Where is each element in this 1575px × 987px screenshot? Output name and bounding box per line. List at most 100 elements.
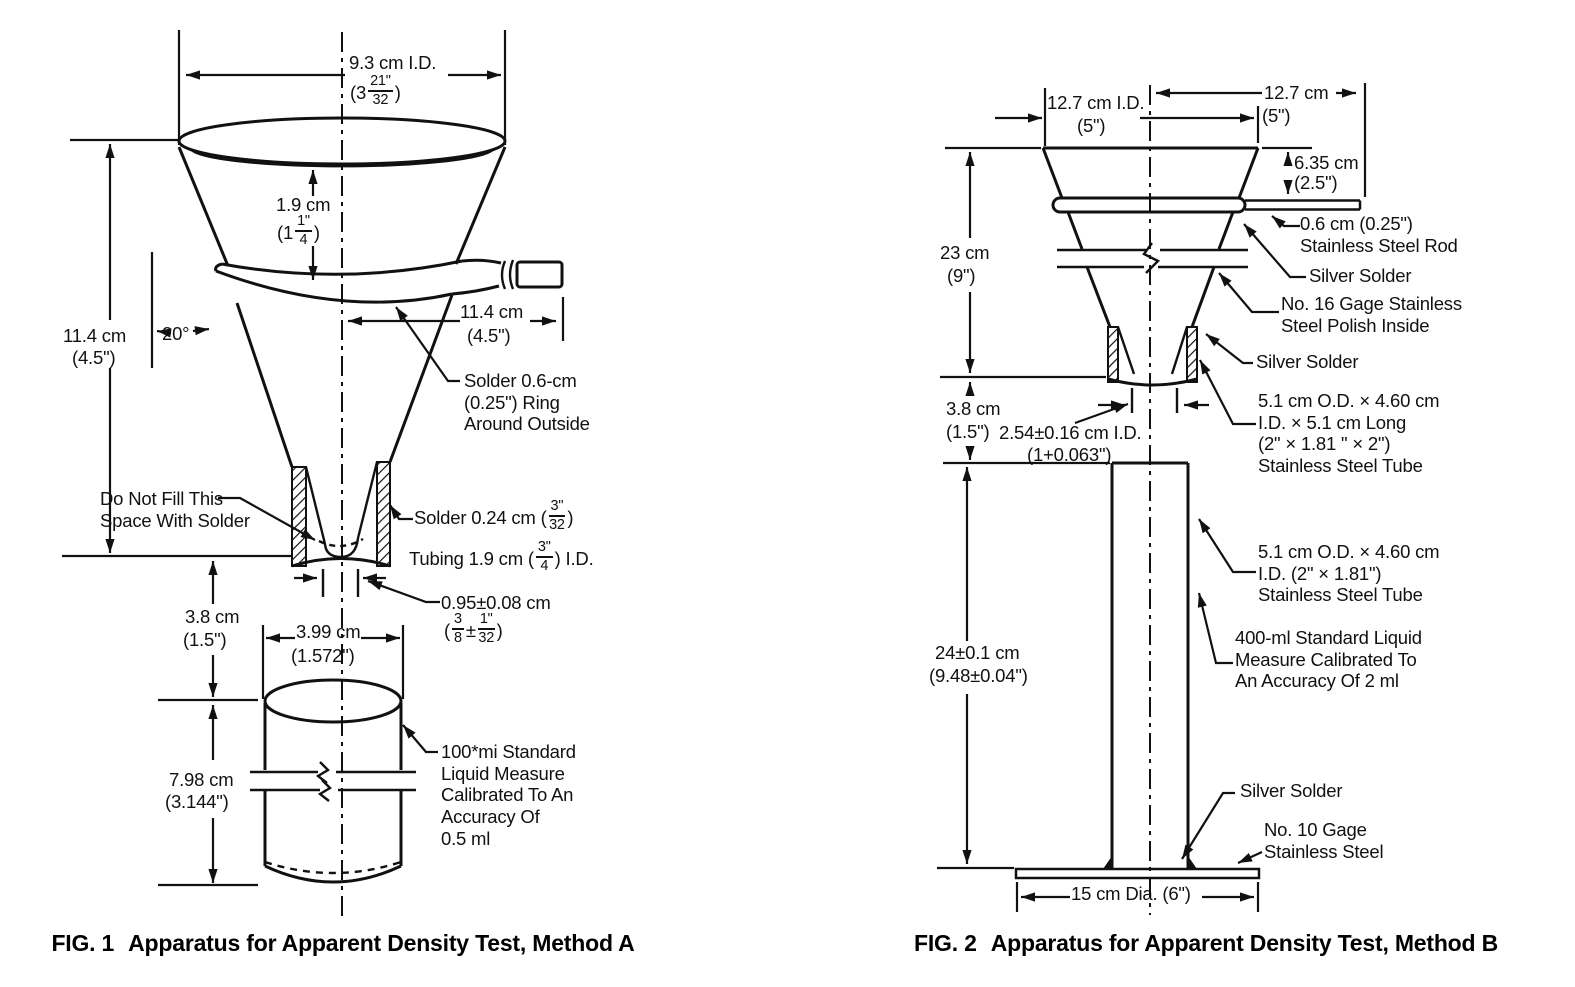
note-line: (0.25") Ring — [464, 391, 560, 413]
fig2-note-gage16: No. 16 Gage Stainless Steel Polish Insid… — [1281, 293, 1462, 336]
frac-numerator: 3 — [451, 612, 464, 630]
fig2-note-silver-solder-mid: Silver Solder — [1256, 351, 1359, 372]
note-line: 5.1 cm O.D. × 4.60 cm — [1258, 541, 1440, 562]
fig1-measuring-cup — [250, 678, 416, 884]
fig2-note-silver-solder-top: Silver Solder — [1309, 265, 1412, 286]
fig1-dim-tube-gap: 3.8 cm — [185, 606, 240, 627]
fig2-dim-funnel-height-in: (9") — [947, 265, 976, 286]
frac-post: ) — [313, 221, 320, 243]
frac-pre: ( — [444, 619, 450, 641]
fig2-dim-tube-height: 24±0.1 cm — [935, 642, 1020, 663]
note-line: I.D. (2" × 1.81") — [1258, 562, 1382, 584]
fig1-dim-cup-height: 7.98 cm — [169, 769, 234, 790]
note-line: 0.5 ml — [441, 827, 491, 849]
fig1-caption-label: FIG. 1 — [51, 930, 115, 956]
fig2-note-measure: 400-ml Standard Liquid Measure Calibrate… — [1235, 627, 1422, 692]
frac-post: ) — [394, 81, 401, 103]
note-line: Measure Calibrated To — [1235, 648, 1417, 670]
fig1-caption-title: Apparatus for Apparent Density Test, Met… — [128, 930, 635, 956]
fig2-dim-tube-height-in: (9.48±0.04") — [929, 665, 1028, 686]
fig1-funnel-outline — [177, 116, 564, 468]
fig2-caption-title: Apparatus for Apparent Density Test, Met… — [990, 930, 1498, 956]
fraction: 21"32 — [368, 74, 393, 107]
fig2-dim-throat-id-in: (1+0.063") — [1027, 444, 1112, 465]
fig2-dim-funnel-height: 23 cm — [940, 242, 990, 263]
fig2-note-tube-long: 5.1 cm O.D. × 4.60 cm I.D. (2" × 1.81") … — [1258, 541, 1440, 606]
note-line: 100*mi Standard — [441, 741, 576, 762]
fig1-note-solder-ring: Solder 0.6-cm (0.25") Ring Around Outsid… — [464, 370, 590, 435]
frac-mid: ± — [465, 619, 476, 641]
fig2-dim-rim-height: 6.35 cm — [1294, 152, 1359, 173]
frac-numerator: 1" — [477, 612, 495, 630]
note-line: Do Not Fill This — [100, 488, 223, 509]
fig1-dim-tube-gap-in: (1.5") — [183, 629, 227, 650]
fig2-dim-top-id: 12.7 cm I.D. — [1047, 92, 1145, 113]
fig2-note-silver-solder-base: Silver Solder — [1240, 780, 1343, 801]
note-line: Space With Solder — [100, 509, 250, 531]
fig2-caption-label: FIG. 2 — [914, 930, 977, 956]
fig1-dim-cup-height-in: (3.144") — [165, 791, 229, 812]
frac-denominator: 4 — [299, 231, 308, 248]
fig2-dim-top-id-in: (5") — [1077, 115, 1106, 136]
fig2-funnel-outline — [1041, 146, 1362, 328]
frac-denominator: 32 — [478, 629, 495, 646]
note-pre: Tubing 1.9 cm ( — [409, 547, 534, 569]
fig1-dim-cup-dia-in: (1.572") — [291, 645, 355, 666]
frac-denominator: 32 — [372, 91, 389, 108]
fraction: 1"4 — [295, 214, 312, 247]
frac-numerator: 1" — [295, 214, 312, 232]
fig2-note-gage10: No. 10 Gage Stainless Steel — [1264, 819, 1384, 862]
fig2-long-tube-and-base — [1014, 461, 1261, 880]
note-line: Liquid Measure — [441, 762, 565, 784]
note-line: (2" × 1.81 " × 2") — [1258, 433, 1391, 455]
frac-numerator: 21" — [368, 74, 393, 92]
fig1-dim-bowl-depth: 1.9 cm — [276, 194, 331, 215]
fig2-throat-tube — [1107, 326, 1198, 413]
note-line: 5.1 cm O.D. × 4.60 cm — [1258, 390, 1440, 411]
frac-post: ) — [496, 619, 503, 641]
note-line: Around Outside — [464, 413, 590, 435]
fig1-leader-lines — [218, 306, 460, 754]
fig2-note-rod: 0.6 cm (0.25") Stainless Steel Rod — [1300, 213, 1458, 256]
frac-pre: (3 — [350, 81, 367, 103]
fig1-dim-orifice: 0.95±0.08 cm — [441, 592, 551, 613]
fraction: 3"32 — [548, 499, 566, 532]
fig2-dim-throat-height-in: (1.5") — [946, 421, 990, 442]
frac-denominator: 4 — [540, 557, 549, 574]
fig2-dim-base-dia: 15 cm Dia. (6") — [1071, 883, 1191, 904]
fig2-dim-rod-reach-in: (5") — [1262, 105, 1291, 126]
fig1-note-solder-small: Solder 0.24 cm (3"32) — [414, 499, 574, 534]
note-post: ) I.D. — [554, 547, 594, 569]
note-line: Solder 0.6-cm — [464, 370, 577, 391]
frac-pre: (1 — [277, 221, 294, 243]
note-line: An Accuracy Of 2 ml — [1235, 670, 1399, 692]
note-line: Stainless Steel Tube — [1258, 454, 1423, 476]
note-pre: Solder 0.24 cm ( — [414, 506, 547, 528]
note-line: Stainless Steel Tube — [1258, 584, 1423, 606]
note-line: I.D. × 5.1 cm Long — [1258, 411, 1407, 433]
fig1-cone-angle: 20° — [162, 323, 190, 344]
fig2-dim-throat-id: 2.54±0.16 cm I.D. — [999, 422, 1142, 443]
frac-denominator: 8 — [453, 629, 462, 646]
note-post: ) — [567, 506, 574, 528]
fig1-dim-funnel-height: 11.4 cm — [63, 325, 127, 346]
note-line: 400-ml Standard Liquid — [1235, 627, 1422, 648]
fig1-dim-funnel-height-in: (4.5") — [72, 347, 116, 368]
note-line: No. 16 Gage Stainless — [1281, 293, 1462, 314]
fig1-caption: FIG. 1 Apparatus for Apparent Density Tes… — [2, 930, 684, 957]
note-line: Stainless Steel Rod — [1300, 234, 1458, 256]
fraction: 1"32 — [477, 612, 495, 646]
note-line: Calibrated To An — [441, 784, 574, 806]
fig1-solder-tube — [291, 461, 391, 597]
fraction: 3"4 — [535, 540, 553, 574]
note-line: Stainless Steel — [1264, 840, 1384, 862]
fig1-note-tubing: Tubing 1.9 cm (3"4) I.D. — [409, 540, 594, 575]
note-line: No. 10 Gage — [1264, 819, 1367, 840]
fig1-dimension-lines — [62, 30, 565, 887]
